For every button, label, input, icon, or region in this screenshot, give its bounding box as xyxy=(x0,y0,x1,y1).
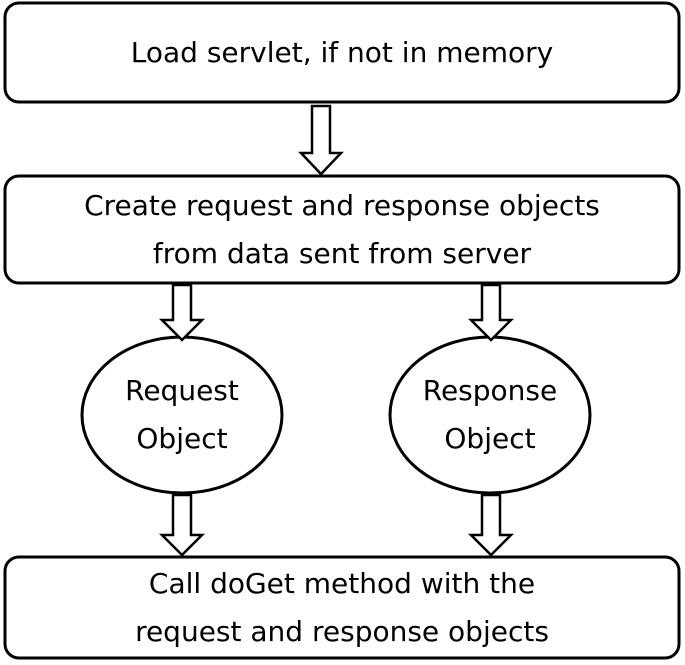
node-request-object-label: Request Object xyxy=(82,337,282,493)
arrow-load-to-create xyxy=(298,104,344,176)
node-response-object-line-1: Response xyxy=(422,374,558,407)
node-response-object-line-2: Object xyxy=(444,422,536,455)
node-request-object-line-1: Request xyxy=(125,374,239,407)
node-create-objects-box xyxy=(3,174,681,285)
arrow-create-to-response xyxy=(467,283,515,342)
node-create-objects-line-1: Create request and response objects xyxy=(84,188,600,222)
node-request-object-line-2: Object xyxy=(136,422,228,455)
node-response-object-label: Response Object xyxy=(390,337,590,493)
node-call-doget-line-1: Call doGet method with the xyxy=(148,566,536,600)
arrow-response-to-call xyxy=(467,493,515,557)
node-load-servlet-box xyxy=(3,1,681,104)
node-call-doget-box xyxy=(3,555,681,660)
node-load-servlet-label: Load servlet, if not in memory xyxy=(5,3,679,102)
node-call-doget-label: Call doGet method with the request and r… xyxy=(5,557,679,658)
node-create-objects-line-2: from data sent from server xyxy=(152,236,532,270)
node-create-objects-label: Create request and response objects from… xyxy=(5,176,679,283)
arrow-create-to-request xyxy=(158,283,206,342)
node-call-doget-line-2: request and response objects xyxy=(135,614,549,648)
node-load-servlet-text: Load servlet, if not in memory xyxy=(130,35,554,69)
arrow-request-to-call xyxy=(158,493,206,557)
